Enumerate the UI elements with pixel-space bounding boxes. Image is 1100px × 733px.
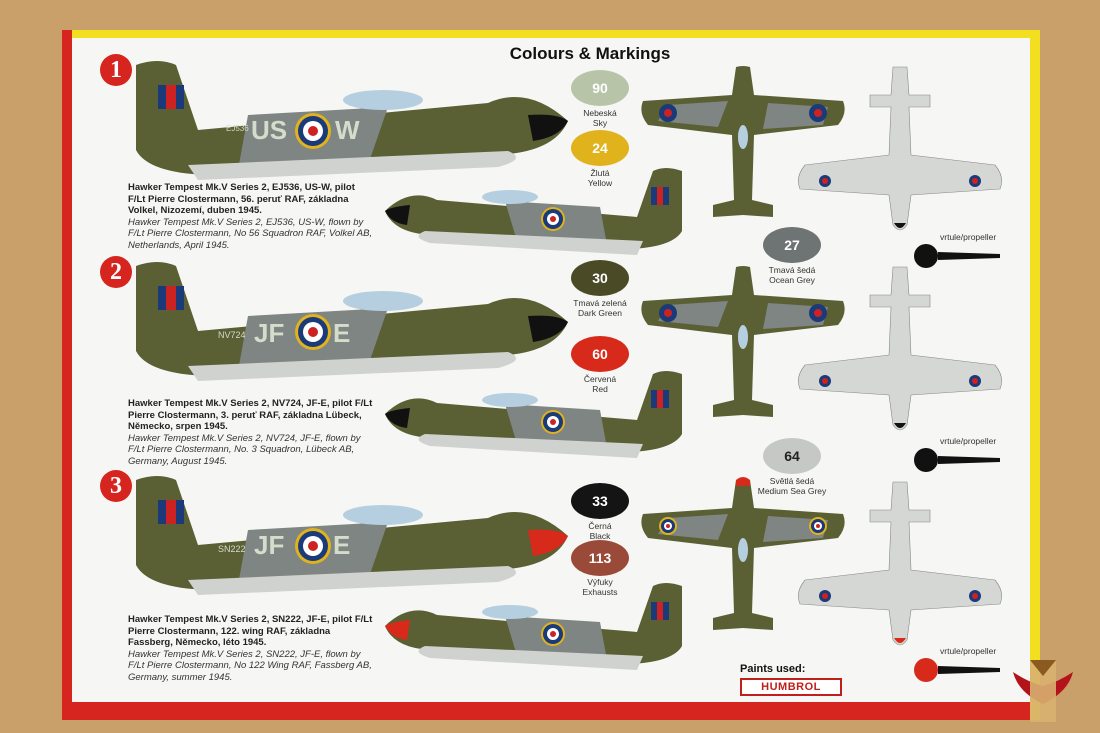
paints-used-label: Paints used: xyxy=(740,663,806,675)
aircraft-side-view-1-small xyxy=(385,168,682,255)
swatch-27: 27 xyxy=(763,227,821,263)
caption-scheme-3: Hawker Tempest Mk.V Series 2, SN222, JF-… xyxy=(128,614,373,683)
box-edge-yellow-top xyxy=(72,30,1040,38)
caption-2-cz: Hawker Tempest Mk.V Series 2, NV724, JF-… xyxy=(128,398,373,432)
aircraft-side-view-2-small xyxy=(385,371,682,458)
code-letters-2a: JF xyxy=(254,318,285,348)
aircraft-top-view-2 xyxy=(641,266,845,417)
code-letters-1b: W xyxy=(335,115,360,145)
aircraft-underside-view-2 xyxy=(798,266,1002,431)
propeller-icon-3 xyxy=(914,658,1000,682)
propeller-icon-2 xyxy=(914,448,1000,472)
propeller-label-3: vrtule/propeller xyxy=(940,646,997,656)
code-letters-2b: E xyxy=(333,318,351,348)
swatch-90: 90 xyxy=(571,70,629,106)
swatch-60: 60 xyxy=(571,336,629,372)
swatch-64: 64 xyxy=(763,438,821,474)
aircraft-top-view-3 xyxy=(641,477,845,630)
swatch-24: 24 xyxy=(571,130,629,166)
propeller-icon-1 xyxy=(914,244,1000,268)
box-edge-yellow-right xyxy=(1030,30,1040,720)
aircraft-side-view-3-large xyxy=(136,476,568,595)
humbrol-logo: HUMBROL xyxy=(740,678,842,696)
page-title: Colours & Markings xyxy=(509,44,671,63)
watermark-logo-icon xyxy=(1013,660,1073,722)
swatch-33: 33 xyxy=(571,483,629,519)
aircraft-side-view-1-large xyxy=(136,61,568,180)
code-letters-1a: US xyxy=(251,115,288,145)
propeller-label-1: vrtule/propeller xyxy=(940,232,997,242)
caption-3-en: Hawker Tempest Mk.V Series 2, SN222, JF-… xyxy=(128,648,372,683)
caption-3-cz: Hawker Tempest Mk.V Series 2, SN222, JF-… xyxy=(128,614,373,648)
scheme-number-1: 1 xyxy=(100,54,132,86)
serial-1: EJ536 xyxy=(226,124,249,133)
aircraft-top-view-1 xyxy=(641,66,845,217)
scheme-number-2: 2 xyxy=(100,256,132,288)
caption-scheme-2: Hawker Tempest Mk.V Series 2, NV724, JF-… xyxy=(128,398,373,467)
caption-1-cz: Hawker Tempest Mk.V Series 2, EJ536, US-… xyxy=(128,182,355,216)
aircraft-underside-view-3 xyxy=(798,481,1002,646)
swatch-113: 113 xyxy=(571,540,629,576)
caption-2-en: Hawker Tempest Mk.V Series 2, NV724, JF-… xyxy=(128,432,361,467)
scheme-number-3: 3 xyxy=(100,470,132,502)
aircraft-side-view-3-small xyxy=(385,583,682,670)
caption-scheme-1: Hawker Tempest Mk.V Series 2, EJ536, US-… xyxy=(128,182,373,251)
aircraft-underside-view-1 xyxy=(798,66,1002,231)
code-letters-3b: E xyxy=(333,530,351,560)
serial-3: SN222 xyxy=(218,544,246,554)
serial-2: NV724 xyxy=(218,330,246,340)
propeller-label-2: vrtule/propeller xyxy=(940,436,997,446)
code-letters-3a: JF xyxy=(254,530,285,560)
aircraft-side-view-2-large xyxy=(136,262,568,381)
swatch-30: 30 xyxy=(571,260,629,296)
caption-1-en: Hawker Tempest Mk.V Series 2, EJ536, US-… xyxy=(128,216,373,251)
